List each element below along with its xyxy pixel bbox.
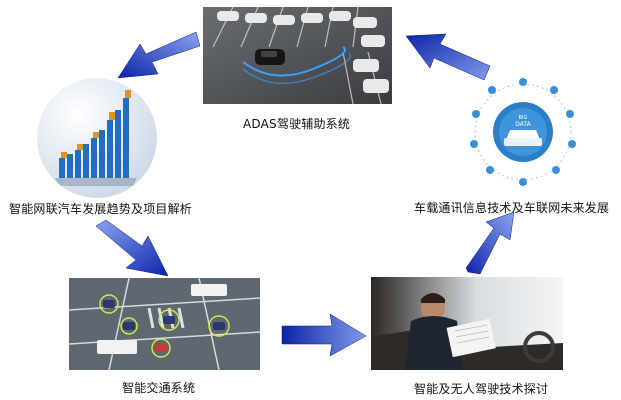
arrow-left-down-icon — [95, 219, 169, 277]
adas-parking-image — [203, 7, 392, 104]
arrow-bottom-right-icon — [281, 313, 367, 357]
traffic-image — [69, 278, 260, 370]
arrow-top-left-icon — [117, 31, 201, 79]
caption-telematics: 车载通讯信息技术及车联网未来发展 — [414, 201, 610, 215]
telematics-image: BIG DATA — [458, 72, 588, 192]
arrow-right-up-icon — [465, 211, 515, 275]
big-data-label-2: DATA — [515, 121, 531, 128]
big-data-label-1: BIG — [519, 115, 528, 121]
arrow-top-right-icon — [405, 33, 491, 81]
autonomous-image — [371, 277, 563, 370]
industry-chart-image — [37, 78, 157, 198]
caption-adas: ADAS驾驶辅助系统 — [243, 117, 351, 131]
caption-industry: 智能网联汽车发展趋势及项目解析 — [9, 202, 193, 216]
caption-autonomous: 智能及无人驾驶技术探讨 — [414, 382, 549, 396]
caption-traffic: 智能交通系统 — [122, 381, 196, 395]
